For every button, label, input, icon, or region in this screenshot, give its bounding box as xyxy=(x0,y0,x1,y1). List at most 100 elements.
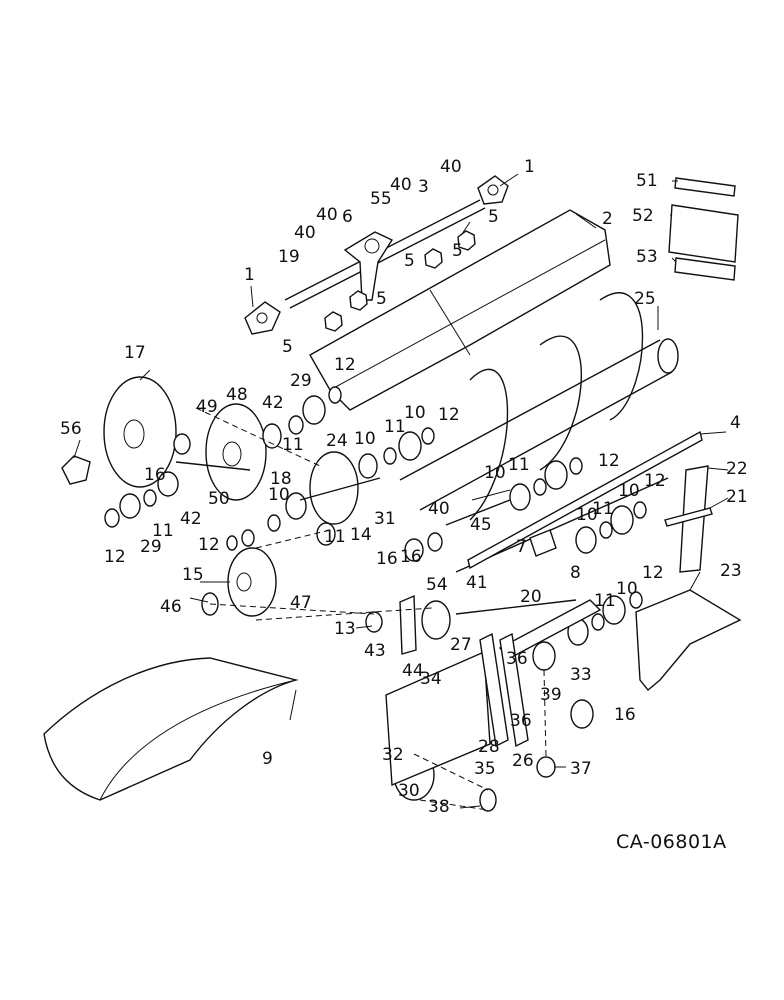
label-20: 20 xyxy=(520,587,542,607)
label-41: 41 xyxy=(466,573,488,593)
label-43: 43 xyxy=(364,641,386,661)
label-10-d: 10 xyxy=(484,463,506,483)
label-16-b: 16 xyxy=(376,549,398,569)
label-25: 25 xyxy=(634,289,656,309)
label-10-f: 10 xyxy=(618,481,640,501)
label-54: 54 xyxy=(426,575,448,595)
label-32: 32 xyxy=(382,745,404,765)
chains xyxy=(195,407,547,811)
label-1-b: 1 xyxy=(244,265,255,285)
label-39: 39 xyxy=(540,685,562,705)
label-46: 46 xyxy=(160,597,182,617)
label-49: 49 xyxy=(196,397,218,417)
trough xyxy=(43,657,299,801)
label-12-d: 12 xyxy=(644,471,666,491)
label-11-g: 11 xyxy=(324,527,346,547)
label-29-a: 29 xyxy=(290,371,312,391)
label-34: 34 xyxy=(420,669,442,689)
label-33: 33 xyxy=(570,665,592,685)
label-4: 4 xyxy=(730,413,741,433)
label-14: 14 xyxy=(350,525,372,545)
label-48: 48 xyxy=(226,385,248,405)
label-29-b: 29 xyxy=(140,537,162,557)
bushings xyxy=(104,386,647,729)
label-31: 31 xyxy=(374,509,396,529)
label-15: 15 xyxy=(182,565,204,585)
label-11-e: 11 xyxy=(594,591,616,611)
label-40-c: 40 xyxy=(316,205,338,225)
label-36-a: 36 xyxy=(506,649,528,669)
label-55: 55 xyxy=(370,189,392,209)
drawing-code: CA-06801A xyxy=(616,831,727,853)
label-30: 30 xyxy=(398,781,420,801)
label-11-b: 11 xyxy=(384,417,406,437)
label-5-e: 5 xyxy=(452,241,463,261)
label-21: 21 xyxy=(726,487,748,507)
label-6: 6 xyxy=(342,207,353,227)
label-12-a: 12 xyxy=(334,355,356,375)
label-12-f: 12 xyxy=(104,547,126,567)
label-36-b: 36 xyxy=(510,711,532,731)
label-12-e: 12 xyxy=(642,563,664,583)
label-5-c: 5 xyxy=(376,289,387,309)
label-17: 17 xyxy=(124,343,146,363)
label-8: 8 xyxy=(570,563,581,583)
label-3: 3 xyxy=(418,177,429,197)
label-19: 19 xyxy=(278,247,300,267)
label-1-a: 1 xyxy=(524,157,535,177)
label-2: 2 xyxy=(602,209,613,229)
label-5-d: 5 xyxy=(282,337,293,357)
auger xyxy=(399,292,679,521)
label-11-d: 11 xyxy=(592,499,614,519)
label-47: 47 xyxy=(290,593,312,613)
label-18: 18 xyxy=(270,469,292,489)
label-5-b: 5 xyxy=(404,251,415,271)
bars-and-brackets xyxy=(385,430,742,787)
label-44: 44 xyxy=(402,661,424,681)
label-23: 23 xyxy=(720,561,742,581)
label-10-b: 10 xyxy=(354,429,376,449)
plates xyxy=(668,177,739,281)
label-5-a: 5 xyxy=(488,207,499,227)
part-labels: 1 1 2 3 4 5 5 5 5 5 6 7 8 9 10 10 10 10 … xyxy=(60,157,748,853)
label-45: 45 xyxy=(470,515,492,535)
label-13: 13 xyxy=(334,619,356,639)
label-10-c: 10 xyxy=(404,403,426,423)
label-16-a: 16 xyxy=(144,465,166,485)
label-10-e: 10 xyxy=(576,505,598,525)
label-40-a: 40 xyxy=(440,157,462,177)
label-52: 52 xyxy=(632,206,654,226)
label-53: 53 xyxy=(636,247,658,267)
label-11-a: 11 xyxy=(282,435,304,455)
label-22: 22 xyxy=(726,459,748,479)
label-40-e: 40 xyxy=(428,499,450,519)
label-9: 9 xyxy=(262,749,273,769)
label-11-f: 11 xyxy=(152,521,174,541)
label-51: 51 xyxy=(636,171,658,191)
label-27: 27 xyxy=(450,635,472,655)
label-28: 28 xyxy=(478,737,500,757)
label-38: 38 xyxy=(428,797,450,817)
label-42-b: 42 xyxy=(180,509,202,529)
label-12-c: 12 xyxy=(598,451,620,471)
leader-lines xyxy=(73,173,729,809)
label-11-c: 11 xyxy=(508,455,530,475)
label-10-g: 10 xyxy=(616,579,638,599)
upper-shaft-assembly xyxy=(244,175,509,335)
label-35: 35 xyxy=(474,759,496,779)
label-50: 50 xyxy=(208,489,230,509)
label-16-c: 16 xyxy=(614,705,636,725)
label-40-d: 40 xyxy=(294,223,316,243)
label-26: 26 xyxy=(512,751,534,771)
label-40-b: 40 xyxy=(390,175,412,195)
label-16-d: 16 xyxy=(400,547,422,567)
label-24: 24 xyxy=(326,431,348,451)
label-12-b: 12 xyxy=(438,405,460,425)
label-37: 37 xyxy=(570,759,592,779)
label-12-g: 12 xyxy=(198,535,220,555)
label-56: 56 xyxy=(60,419,82,439)
label-7: 7 xyxy=(516,537,527,557)
label-42-a: 42 xyxy=(262,393,284,413)
label-10-a: 10 xyxy=(268,485,290,505)
